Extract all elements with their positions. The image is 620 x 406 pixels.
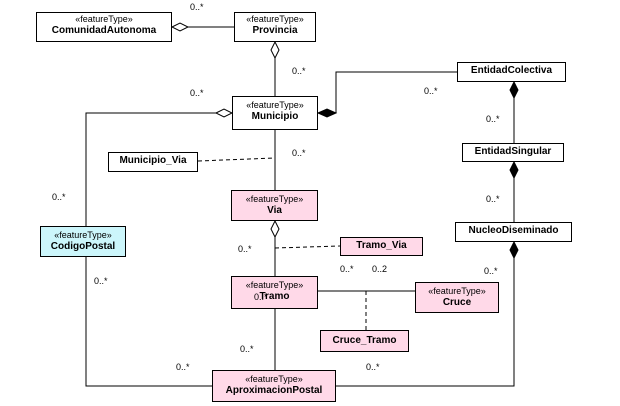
multiplicity-label: 0..*: [176, 362, 190, 372]
class-municipio[interactable]: «featureType» Municipio: [232, 96, 318, 130]
multiplicity-label: 0..*: [486, 194, 500, 204]
class-comunidad-autonoma[interactable]: «featureType» ComunidadAutonoma: [36, 12, 172, 42]
composition-diamond: [509, 160, 519, 180]
multiplicity-label: 0..*: [190, 88, 204, 98]
multiplicity-label: 0..*: [240, 344, 254, 354]
class-tramo[interactable]: «featureType» Tramo: [231, 276, 318, 309]
class-name: EntidadSingular: [474, 146, 552, 157]
class-name: Via: [267, 205, 282, 216]
class-name: AproximacionPostal: [225, 385, 323, 396]
edge-nucleo-aproximacion: [336, 258, 515, 387]
composition-diamond: [509, 240, 519, 260]
composition-diamond: [509, 80, 519, 100]
class-cruce-tramo[interactable]: Cruce_Tramo: [320, 330, 409, 352]
class-aproximacion-postal[interactable]: «featureType» AproximacionPostal: [212, 370, 336, 402]
class-name: Cruce: [442, 297, 472, 308]
assoc-class-link-tramo-via: [274, 245, 341, 249]
class-name: ComunidadAutonoma: [51, 25, 157, 36]
aggregation-diamond: [270, 219, 280, 239]
class-entidad-colectiva[interactable]: EntidadColectiva: [457, 62, 566, 82]
multiplicity-label: 0..*: [52, 192, 66, 202]
multiplicity-label: 0..2: [372, 264, 388, 274]
class-tramo-via[interactable]: Tramo_Via: [340, 237, 423, 256]
class-name: Provincia: [252, 25, 298, 36]
class-cruce[interactable]: «featureType» Cruce: [415, 282, 499, 313]
multiplicity-label: 0..*: [292, 148, 306, 158]
multiplicity-label: 0..*: [190, 2, 204, 12]
class-name: EntidadColectiva: [470, 65, 553, 76]
multiplicity-label: 0..*: [254, 292, 268, 302]
aggregation-diamond: [214, 108, 234, 118]
class-name: Tramo: [259, 291, 290, 302]
composition-diamond: [316, 108, 338, 118]
class-name: CodigoPostal: [50, 241, 116, 252]
class-name: NucleoDiseminado: [468, 225, 559, 236]
stereotype-label: «featureType»: [245, 374, 303, 384]
aggregation-diamond: [270, 40, 280, 60]
class-name: Tramo_Via: [356, 240, 407, 251]
class-provincia[interactable]: «featureType» Provincia: [234, 12, 316, 42]
class-name: Municipio: [251, 111, 299, 122]
class-name: Municipio_Via: [119, 155, 187, 166]
aggregation-diamond: [170, 22, 190, 32]
multiplicity-label: 0..*: [366, 362, 380, 372]
assoc-class-link-municipio-via: [197, 157, 276, 162]
class-municipio-via[interactable]: Municipio_Via: [108, 152, 198, 172]
class-via[interactable]: «featureType» Via: [231, 190, 318, 221]
multiplicity-label: 0..*: [424, 86, 438, 96]
stereotype-label: «featureType»: [75, 14, 133, 24]
stereotype-label: «featureType»: [428, 286, 486, 296]
multiplicity-label: 0..*: [292, 66, 306, 76]
class-nucleo-diseminado[interactable]: NucleoDiseminado: [455, 222, 572, 242]
stereotype-label: «featureType»: [54, 230, 112, 240]
class-entidad-singular[interactable]: EntidadSingular: [462, 143, 564, 162]
stereotype-label: «featureType»: [246, 14, 304, 24]
multiplicity-label: 0..*: [486, 114, 500, 124]
multiplicity-label: 0..*: [484, 266, 498, 276]
class-codigo-postal[interactable]: «featureType» CodigoPostal: [40, 226, 126, 257]
edge-entidadcolectiva-municipio: [335, 71, 457, 113]
multiplicity-label: 0..*: [94, 276, 108, 286]
stereotype-label: «featureType»: [245, 280, 304, 290]
class-name: Cruce_Tramo: [332, 335, 397, 346]
multiplicity-label: 0..*: [238, 244, 252, 254]
multiplicity-label: 0..*: [340, 264, 354, 274]
stereotype-label: «featureType»: [245, 194, 304, 204]
stereotype-label: «featureType»: [246, 100, 304, 110]
